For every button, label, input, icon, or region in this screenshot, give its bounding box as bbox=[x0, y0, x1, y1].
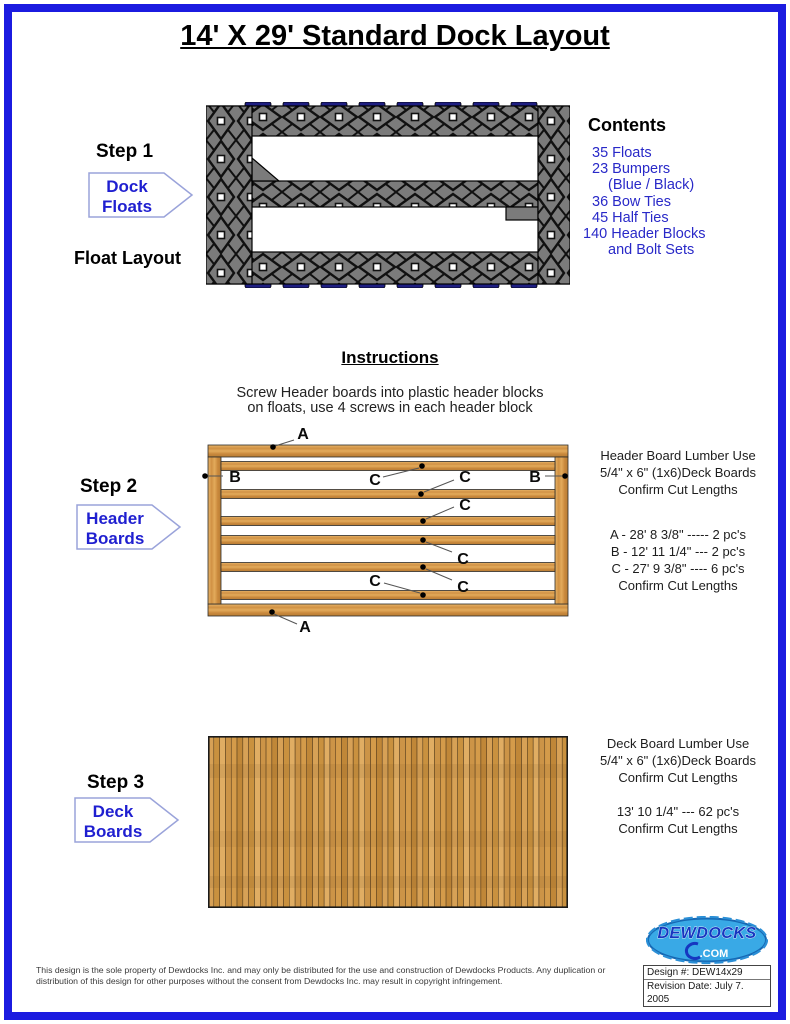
arrow-shape bbox=[88, 172, 194, 218]
step3-lumber-note: Deck Board Lumber Use 5/4" x 6" (1x6)Deck… bbox=[578, 735, 778, 786]
board-b-left bbox=[207, 456, 222, 605]
step3-tag: Deck Boards bbox=[74, 797, 180, 843]
step1-tag: Dock Floats bbox=[88, 172, 194, 218]
header-board-diagram: A A B B C C C C C C bbox=[202, 426, 569, 636]
label-a-bottom: A bbox=[299, 619, 311, 636]
step2-cut-list: A - 28' 8 3/8" ----- 2 pc's B - 12' 11 1/… bbox=[578, 526, 778, 594]
board-c6 bbox=[220, 590, 556, 600]
step2-tag-line2: Boards bbox=[86, 529, 145, 548]
step2-tag: Header Boards bbox=[76, 504, 182, 550]
float-row-bottom bbox=[206, 251, 570, 285]
label-c3: C bbox=[459, 497, 471, 514]
step3-tag-line2: Boards bbox=[84, 822, 143, 841]
label-c5: C bbox=[457, 579, 469, 596]
list-line: 5/4" x 6" (1x6)Deck Boards bbox=[600, 753, 756, 768]
board-c1 bbox=[220, 461, 556, 471]
float-col-right bbox=[537, 105, 570, 285]
list-line: 45 Half Ties bbox=[592, 209, 669, 226]
board-c3 bbox=[220, 516, 556, 526]
step1-tag-line2: Floats bbox=[102, 197, 152, 216]
list-line: A - 28' 8 3/8" ----- 2 pc's bbox=[609, 527, 746, 542]
label-c4: C bbox=[457, 551, 469, 568]
list-line: 23 Bumpers bbox=[592, 161, 671, 178]
float-notch-right bbox=[505, 206, 539, 221]
label-b-right: B bbox=[529, 469, 541, 486]
list-line: on floats, use 4 screws in each header b… bbox=[247, 400, 533, 416]
list-line: 5/4" x 6" (1x6)Deck Boards bbox=[600, 465, 756, 480]
board-c5 bbox=[220, 562, 556, 572]
float-col-left bbox=[206, 105, 253, 285]
label-a-top: A bbox=[297, 426, 309, 443]
float-layout-caption: Float Layout bbox=[74, 248, 181, 268]
list-line: (Blue / Black) bbox=[608, 177, 695, 194]
float-row-middle bbox=[251, 180, 539, 208]
design-number: Design #: DEW14x29 bbox=[647, 967, 743, 978]
logo-com: .COM bbox=[700, 948, 729, 960]
design-info-box: Design #: DEW14x29 Revision Date: July 7… bbox=[643, 965, 771, 1007]
board-c4 bbox=[220, 535, 556, 545]
list-line: and Bolt Sets bbox=[608, 242, 695, 259]
deck-plank bbox=[561, 736, 568, 908]
label-c1: C bbox=[369, 472, 381, 489]
deck-board-diagram bbox=[208, 736, 568, 908]
arrow-shape bbox=[74, 797, 180, 843]
instructions-heading: Instructions bbox=[341, 348, 439, 367]
board-a-bottom bbox=[207, 603, 569, 617]
list-line: C - 27' 9 3/8" ---- 6 pc's bbox=[611, 561, 745, 576]
list-line: 36 Bow Ties bbox=[592, 193, 671, 210]
list-line: Confirm Cut Lengths bbox=[618, 821, 738, 836]
list-line: Confirm Cut Lengths bbox=[618, 578, 738, 593]
label-c2: C bbox=[459, 469, 471, 486]
board-a-top bbox=[207, 444, 569, 458]
list-line: Deck Board Lumber Use bbox=[606, 736, 750, 751]
step1-tag-line1: Dock bbox=[106, 177, 148, 196]
logo-wordmark: DEWDOCKS bbox=[657, 925, 756, 942]
step2-lumber-note: Header Board Lumber Use 5/4" x 6" (1x6)De… bbox=[578, 447, 778, 498]
deck-planks bbox=[208, 736, 568, 908]
board-b-right bbox=[554, 456, 569, 605]
float-notch-left bbox=[251, 156, 281, 182]
page-title: 14' X 29' Standard Dock Layout bbox=[180, 20, 610, 52]
revision-date: Revision Date: July 7. 2005 bbox=[644, 979, 770, 1006]
step2-tag-line1: Header bbox=[86, 509, 144, 528]
legal-text: This design is the sole property of Dewd… bbox=[36, 965, 606, 986]
list-line: B - 12' 11 1/4" --- 2 pc's bbox=[610, 544, 746, 559]
list-line: 140 Header Blocks bbox=[583, 226, 706, 243]
list-line: 13' 10 1/4" --- 62 pc's bbox=[616, 804, 740, 819]
step2-label: Step 2 bbox=[80, 476, 138, 497]
list-line: Screw Header boards into plastic header … bbox=[236, 385, 544, 401]
board-c2 bbox=[220, 489, 556, 499]
float-row-top bbox=[206, 105, 570, 137]
list-line: Confirm Cut Lengths bbox=[618, 482, 738, 497]
label-b-left: B bbox=[229, 469, 241, 486]
dewdocks-logo: DEWDOCKS .COM bbox=[646, 916, 768, 965]
arrow-shape bbox=[76, 504, 182, 550]
list-line: Confirm Cut Lengths bbox=[618, 770, 738, 785]
label-c6: C bbox=[369, 573, 381, 590]
instructions-text: Screw Header boards into plastic header … bbox=[160, 386, 620, 416]
step3-tag-line1: Deck bbox=[93, 802, 134, 821]
logo-splash-edge bbox=[646, 916, 768, 965]
logo-c-swoosh bbox=[684, 942, 701, 960]
list-line: 35 Floats bbox=[592, 145, 652, 161]
step3-label: Step 3 bbox=[87, 772, 145, 793]
step1-label: Step 1 bbox=[96, 141, 154, 162]
float-layout-diagram bbox=[206, 102, 570, 288]
contents-heading: Contents bbox=[588, 115, 666, 135]
list-line: Header Board Lumber Use bbox=[600, 448, 756, 463]
